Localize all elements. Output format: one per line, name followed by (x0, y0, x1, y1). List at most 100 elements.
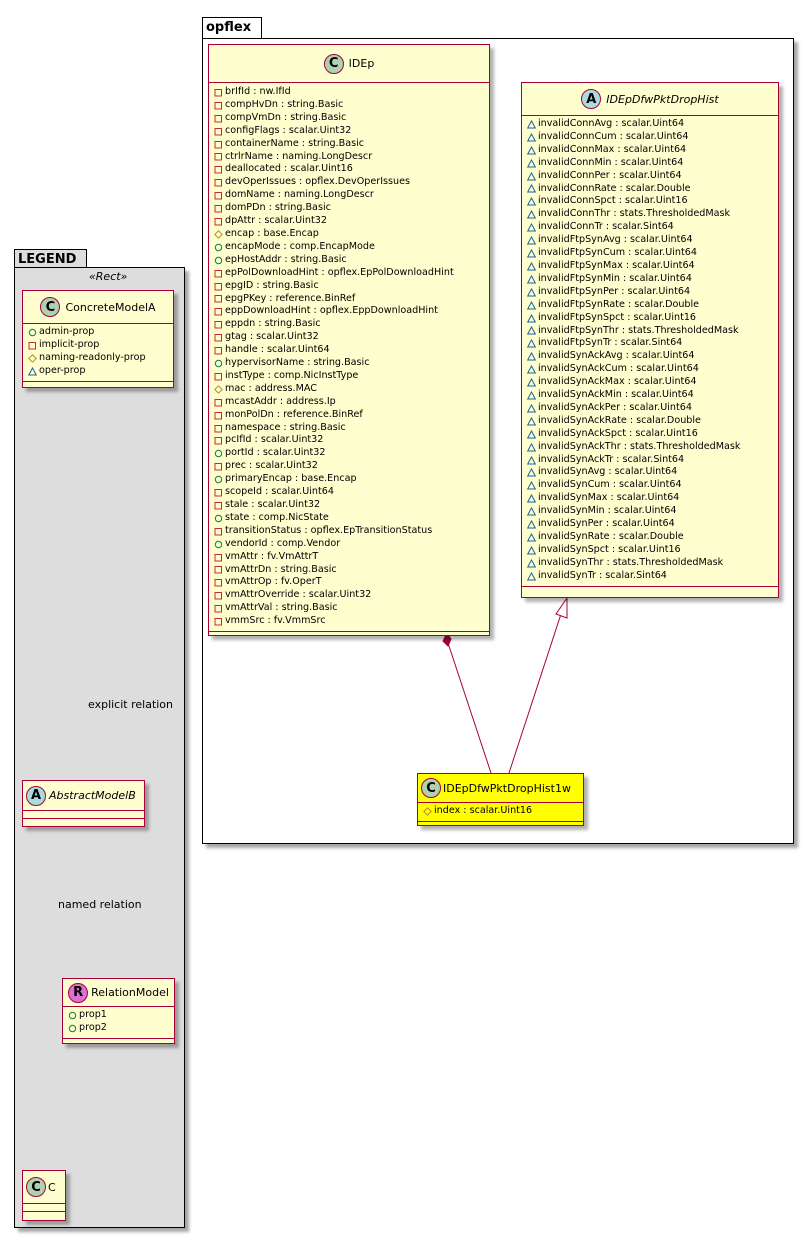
attribute-row: pcIfId : scalar.Uint32 (214, 434, 489, 447)
attribute-text: invalidConnPer : scalar.Uint64 (538, 169, 682, 181)
opflex-package (202, 38, 794, 844)
attribute-text: eppdn : string.Basic (225, 318, 321, 330)
attribute-text: pcIfId : scalar.Uint32 (225, 434, 324, 446)
private-visibility-icon (214, 217, 225, 226)
package-visibility-icon (527, 261, 538, 271)
private-visibility-icon (28, 341, 39, 350)
generalization-arrowhead (555, 596, 568, 619)
attribute-row: invalidSynMin : scalar.Uint64 (527, 505, 778, 518)
attribute-text: vmAttrDn : string.Basic (225, 563, 337, 575)
attribute-text: invalidConnMin : scalar.Uint64 (538, 156, 684, 168)
attribute-text: invalidFtpSynMax : scalar.Uint64 (538, 259, 695, 271)
attribute-text: invalidFtpSynMin : scalar.Uint64 (538, 272, 692, 284)
attribute-text: invalidConnTr : scalar.Sint64 (538, 221, 674, 233)
package-visibility-icon (527, 494, 538, 503)
attribute-text: naming-readonly-prop (39, 351, 146, 363)
attribute-text: epgID : string.Basic (225, 279, 319, 291)
attribute-row: compVmDn : string.Basic (214, 112, 489, 125)
attribute-row: epgID : string.Basic (214, 280, 489, 293)
attribute-text: invalidFtpSynTr : scalar.Sint64 (538, 337, 683, 349)
public-visibility-icon (214, 514, 225, 523)
attribute-row: invalidFtpSynRate : scalar.Double (527, 299, 778, 312)
class-name: ConcreteModelA (65, 300, 156, 314)
class-abstract-model-b[interactable]: A AbstractModelB (22, 780, 145, 827)
attribute-row: gtag : scalar.Uint32 (214, 331, 489, 344)
public-visibility-icon (68, 1011, 79, 1020)
attribute-text: vendorId : comp.Vendor (225, 537, 341, 549)
attribute-row: invalidSynAckCum : scalar.Uint64 (527, 363, 778, 376)
package-visibility-icon (527, 442, 538, 452)
attribute-row: containerName : string.Basic (214, 138, 489, 151)
private-visibility-icon (214, 88, 225, 97)
package-visibility-icon (527, 119, 538, 129)
attribute-row: domName : naming.LongDescr (214, 189, 489, 202)
class-idep-dfw-pkt-drop-hist-1w[interactable]: C IDEpDfwPktDropHist1w index : scalar.Ui… (417, 773, 584, 826)
attribute-text: compHvDn : string.Basic (225, 98, 344, 110)
attribute-row: instType : comp.NicInstType (214, 370, 489, 383)
class-idep-dfw-pkt-drop-hist[interactable]: A IDEpDfwPktDropHist invalidConnAvg : sc… (521, 82, 779, 598)
attribute-text: invalidSynAckSpct : scalar.Uint16 (538, 427, 698, 439)
attribute-row: invalidSynAckMin : scalar.Uint64 (527, 389, 778, 402)
attribute-row: invalidConnAvg : scalar.Uint64 (527, 118, 778, 131)
attribute-row: invalidSynAckRate : scalar.Double (527, 415, 778, 428)
private-visibility-icon (214, 462, 225, 471)
attribute-text: containerName : string.Basic (225, 137, 365, 149)
class-spot-icon: C (323, 53, 344, 74)
attribute-row: vendorId : comp.Vendor (214, 538, 489, 551)
private-visibility-icon (214, 488, 225, 497)
attribute-row: handle : scalar.Uint64 (214, 344, 489, 357)
attribute-row: invalidFtpSynTr : scalar.Sint64 (527, 337, 778, 350)
private-visibility-icon (214, 436, 225, 445)
attribute-text: invalidSynAvg : scalar.Uint64 (538, 466, 678, 478)
private-visibility-icon (214, 372, 225, 381)
protected-visibility-icon (214, 384, 225, 394)
private-visibility-icon (214, 282, 225, 291)
attribute-row: invalidSynAckMax : scalar.Uint64 (527, 376, 778, 389)
private-visibility-icon (214, 101, 225, 110)
attribute-row: invalidSynAckThr : stats.ThresholdedMask (527, 441, 778, 454)
attribute-text: invalidSynSpct : scalar.Uint16 (538, 543, 681, 555)
attribute-text: invalidConnRate : scalar.Double (538, 182, 691, 194)
attribute-text: brIfId : nw.IfId (225, 86, 291, 97)
package-visibility-icon (527, 545, 538, 555)
attribute-text: hypervisorName : string.Basic (225, 357, 370, 369)
attribute-text: invalidFtpSynPer : scalar.Uint64 (538, 285, 691, 297)
private-visibility-icon (214, 591, 225, 600)
package-visibility-icon (527, 403, 538, 413)
class-header: C IDEpDfwPktDropHist1w (418, 774, 583, 803)
class-header: A AbstractModelB (23, 781, 144, 811)
class-c[interactable]: C C (22, 1170, 66, 1221)
attribute-row: prec : scalar.Uint32 (214, 460, 489, 473)
attribute-row: ctrlrName : naming.LongDescr (214, 151, 489, 164)
private-visibility-icon (214, 191, 225, 200)
attribute-text: admin-prop (39, 326, 95, 337)
attribute-row: vmAttrOp : fv.OperT (214, 576, 489, 589)
attribute-text: invalidSynPer : scalar.Uint64 (538, 518, 675, 530)
package-visibility-icon (527, 145, 538, 155)
package-visibility-icon (527, 326, 538, 335)
attribute-row: state : comp.NicState (214, 512, 489, 525)
private-visibility-icon (214, 140, 225, 149)
attribute-text: invalidSynTr : scalar.Sint64 (538, 569, 667, 581)
attribute-text: handle : scalar.Uint64 (225, 344, 330, 356)
package-visibility-icon (527, 532, 538, 542)
attribute-text: mcastAddr : address.Ip (225, 395, 336, 407)
legend-package-name: LEGEND (18, 252, 77, 267)
attribute-text: encap : base.Encap (225, 227, 319, 239)
attribute-text: gtag : scalar.Uint32 (225, 331, 319, 343)
private-visibility-icon (214, 307, 225, 316)
class-name: IDEpDfwPktDropHist (606, 92, 719, 106)
attribute-text: namespace : string.Basic (225, 421, 346, 433)
package-visibility-icon (527, 158, 538, 168)
attribute-text: invalidSynMax : scalar.Uint64 (538, 492, 680, 504)
abstract-spot-icon: A (26, 785, 46, 806)
attribute-row: implicit-prop (28, 339, 173, 352)
attribute-text: invalidFtpSynAvg : scalar.Uint64 (538, 234, 693, 246)
attribute-row: prop2 (68, 1022, 174, 1035)
package-visibility-icon (527, 416, 538, 426)
private-visibility-icon (214, 320, 225, 329)
